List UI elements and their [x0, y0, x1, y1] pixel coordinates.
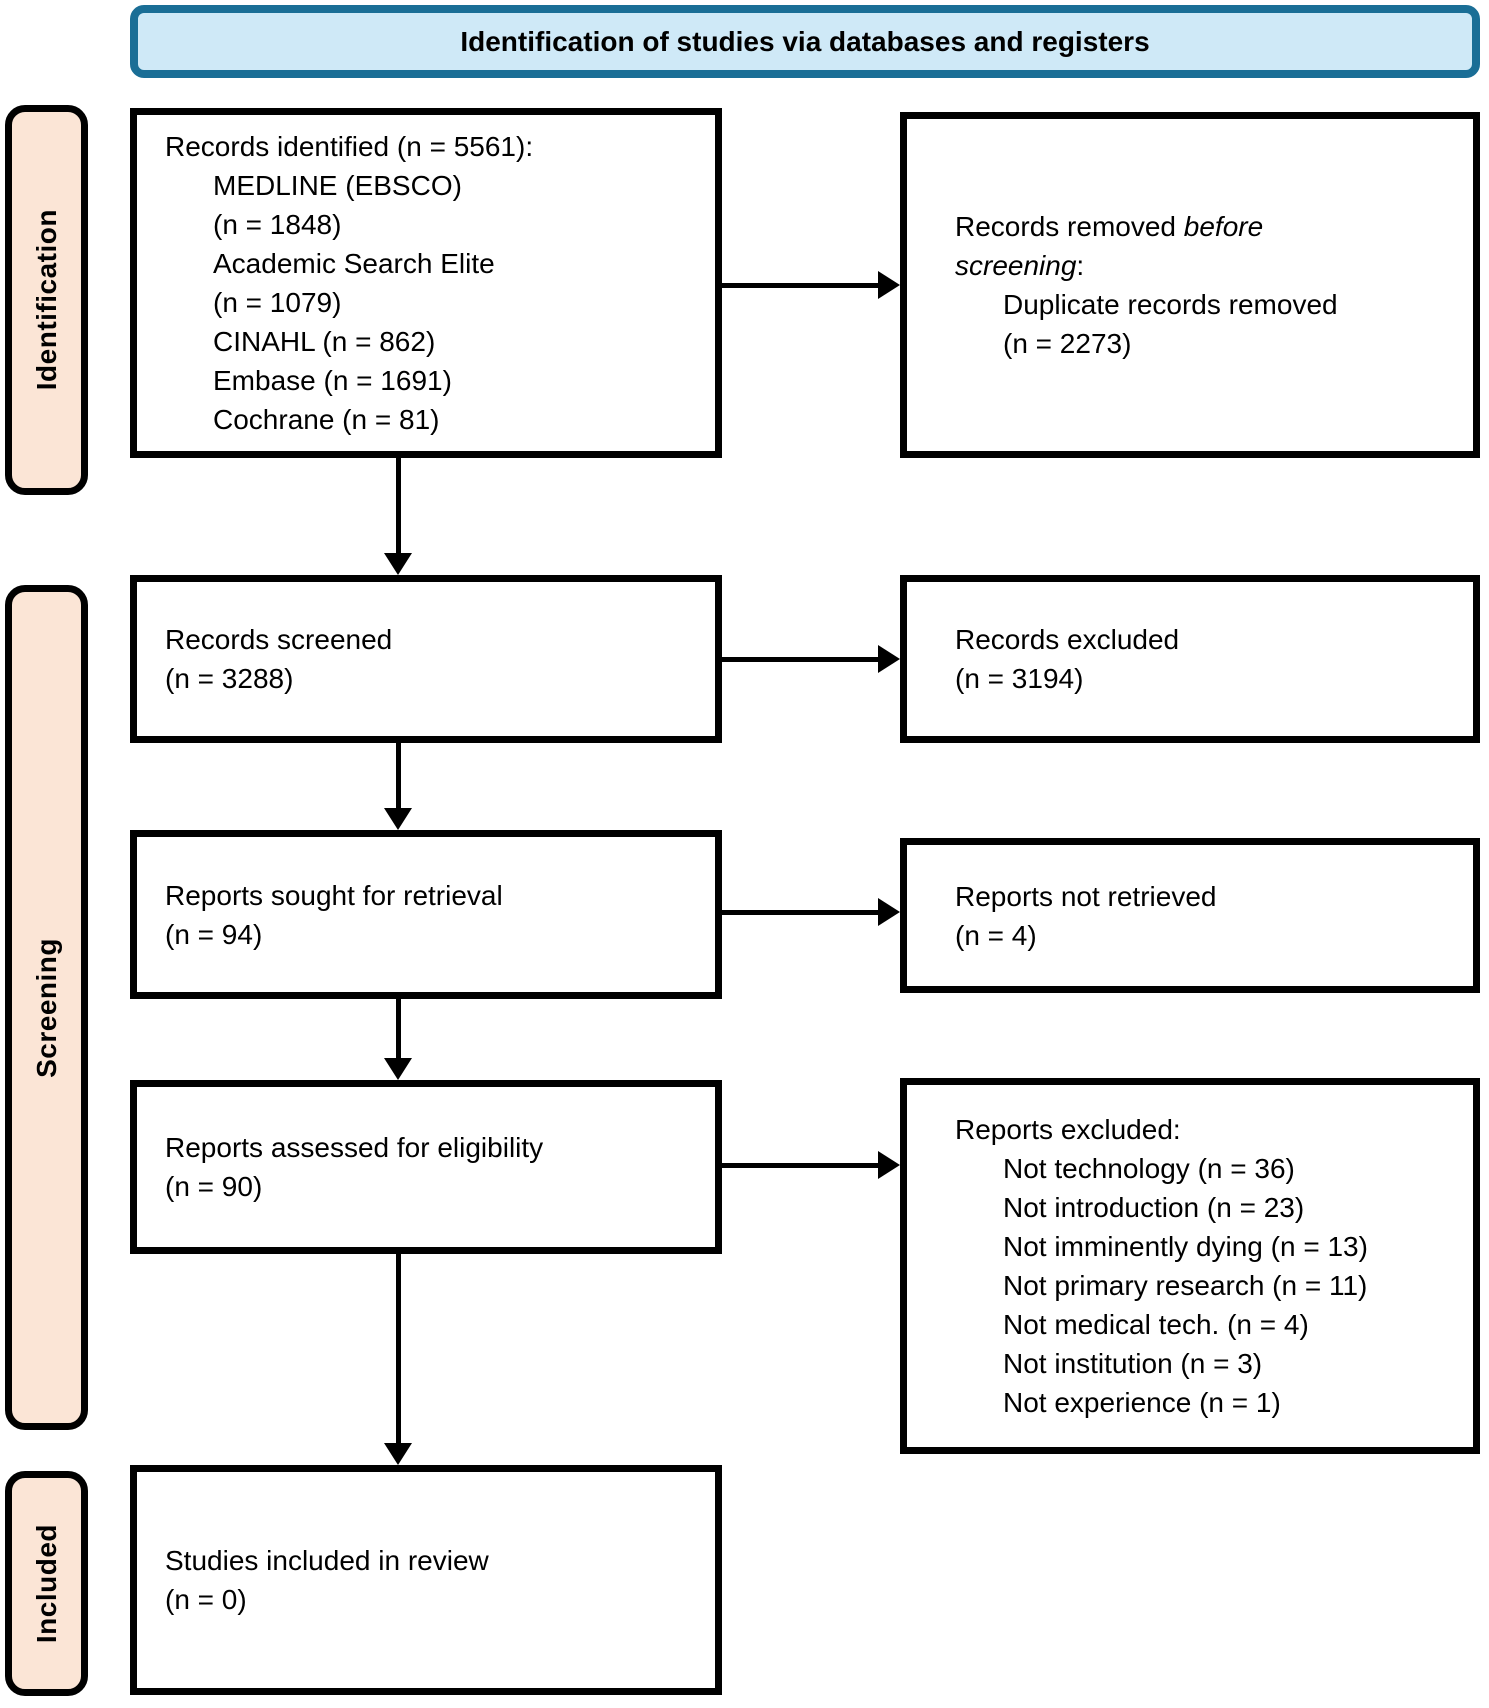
text-line: (n = 1848) — [213, 209, 342, 240]
stage-band-screening: Screening — [5, 585, 88, 1430]
text-line: Reports sought for retrieval — [165, 879, 503, 911]
box-records-removed: Records removed before screening: Duplic… — [900, 112, 1480, 458]
box-records-identified: Records identified (n = 5561): MEDLINE (… — [130, 108, 722, 458]
box-reports-assessed: Reports assessed for eligibility (n = 90) — [130, 1080, 722, 1254]
box-lines: Reports not retrieved (n = 4) — [955, 877, 1459, 955]
box-lines: Reports sought for retrieval (n = 94) — [165, 876, 701, 954]
box-studies-included: Studies included in review (n = 0) — [130, 1465, 722, 1695]
stage-band-included: Included — [5, 1471, 88, 1696]
text-line: MEDLINE (EBSCO) — [213, 170, 462, 201]
arrow-identified-to-screened-icon — [384, 458, 412, 575]
box-lines: Studies included in review (n = 0) — [165, 1541, 701, 1619]
box-lines: Records screened (n = 3288) — [165, 620, 701, 698]
text-line: Duplicate records removed — [1003, 289, 1338, 320]
text-line: Not experience (n = 1) — [1003, 1387, 1281, 1418]
text-line: Not imminently dying (n = 13) — [1003, 1231, 1368, 1262]
text-line: Not primary research (n = 11) — [1003, 1270, 1368, 1301]
diagram-header-title: Identification of studies via databases … — [460, 25, 1150, 57]
text-line: (n = 4) — [955, 919, 1037, 951]
stage-label-included: Included — [30, 1523, 62, 1644]
text-line: (n = 0) — [165, 1584, 247, 1615]
text-line: (n = 1079) — [213, 287, 342, 318]
text-line: Not medical tech. (n = 4) — [1003, 1309, 1309, 1340]
text-line: (n = 90) — [165, 1171, 263, 1202]
arrow-assessed-to-included-icon — [384, 1254, 412, 1465]
text-line: Not technology (n = 36) — [1003, 1153, 1295, 1184]
text-line: (n = 3194) — [955, 663, 1084, 694]
text-line: (n = 2273) — [1003, 328, 1132, 359]
text-line: Records excluded — [955, 624, 1180, 655]
box-item-list: Duplicate records removed (n = 2273) — [1003, 285, 1459, 363]
arrow-screened-to-excluded-icon — [722, 645, 900, 673]
text-line: Embase (n = 1691) — [213, 365, 452, 396]
box-title-line1: Records removed before — [955, 211, 1264, 242]
arrow-identified-to-removed-icon — [722, 271, 900, 299]
box-reports-not-retrieved: Reports not retrieved (n = 4) — [900, 838, 1480, 993]
arrow-sought-to-notretrieved-icon — [722, 898, 900, 926]
text-line: Academic Search Elite — [213, 248, 495, 279]
box-lines: Records excluded (n = 3194) — [955, 620, 1459, 698]
arrow-screened-to-sought-icon — [384, 743, 412, 830]
text-line: Not introduction (n = 23) — [1003, 1192, 1305, 1223]
box-records-screened: Records screened (n = 3288) — [130, 575, 722, 743]
arrow-assessed-to-reportsexcluded-icon — [722, 1151, 900, 1179]
text-line: Records screened — [165, 624, 393, 655]
text-line: Not institution (n = 3) — [1003, 1348, 1263, 1379]
text-line: Cochrane (n = 81) — [213, 404, 440, 435]
stage-label-screening: Screening — [30, 937, 62, 1078]
box-item-list: Not technology (n = 36) Not introduction … — [1003, 1149, 1459, 1422]
text-line: CINAHL (n = 862) — [213, 326, 436, 357]
text-line: (n = 94) — [165, 918, 263, 950]
box-records-excluded: Records excluded (n = 3194) — [900, 575, 1480, 743]
arrow-sought-to-assessed-icon — [384, 999, 412, 1080]
text-line: Studies included in review — [165, 1545, 489, 1576]
stage-band-identification: Identification — [5, 105, 88, 495]
box-title: Reports excluded: — [955, 1114, 1181, 1145]
text-line: Reports assessed for eligibility — [165, 1132, 544, 1163]
text-line: (n = 3288) — [165, 663, 294, 694]
text-line: Reports not retrieved — [955, 880, 1217, 912]
box-title-line2: screening: — [955, 250, 1085, 281]
box-reports-excluded: Reports excluded: Not technology (n = 36… — [900, 1078, 1480, 1454]
box-lines: Reports assessed for eligibility (n = 90) — [165, 1128, 701, 1206]
stage-label-identification: Identification — [30, 209, 62, 391]
box-title: Records identified (n = 5561): — [165, 131, 534, 162]
box-reports-sought: Reports sought for retrieval (n = 94) — [130, 830, 722, 999]
box-item-list: MEDLINE (EBSCO) (n = 1848) Academic Search… — [213, 166, 701, 439]
diagram-header: Identification of studies via databases … — [130, 5, 1480, 78]
